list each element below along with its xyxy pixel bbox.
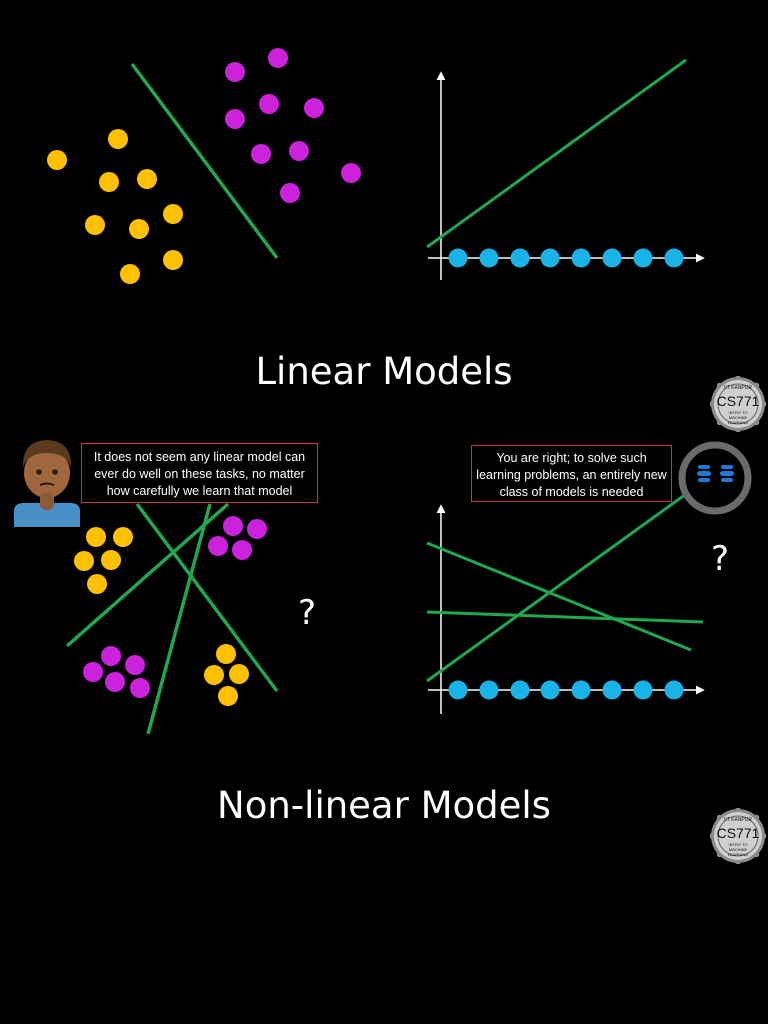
logo-top-text: IIT KANPUR [724,385,752,391]
cyan-point [602,680,622,700]
purple-point [83,662,103,682]
logo-bottom-text: INTRO TO MACHINE LEARNING [727,410,749,425]
purple-point [341,163,361,183]
robot-face-icon [678,441,752,515]
logo-top-text: IIT KANPUR [724,817,752,823]
failed-regression-line-2 [426,541,692,652]
purple-point [304,98,324,118]
logo-course-text: CS771 [716,825,760,841]
cyan-point [510,680,530,700]
student-speech-bubble: It does not seem any linear model can ev… [81,443,318,503]
cs771-logo-bottom: IIT KANPUR CS771 INTRO TO MACHINE LEARNI… [709,807,767,865]
yellow-point [74,551,94,571]
linear-models-title: Linear Models [255,350,513,393]
purple-point [247,519,267,539]
yellow-point [86,527,106,547]
failed-linear-separator-1 [65,502,230,648]
yellow-point [163,250,183,270]
purple-point [289,141,309,161]
gear-seal-icon [709,375,767,433]
cyan-point [540,680,560,700]
cyan-point [633,248,653,268]
cyan-point [479,248,499,268]
thinking-man-icon [14,440,80,527]
purple-point [125,655,145,675]
failed-linear-separator-3 [146,503,212,735]
purple-point [101,646,121,666]
question-mark-right: ? [711,539,730,579]
yellow-point [108,129,128,149]
cyan-point [633,680,653,700]
yellow-point [163,204,183,224]
yellow-point [87,574,107,594]
purple-point [232,540,252,560]
purple-cluster-bottom-left [83,646,150,698]
cyan-data-points [448,680,684,700]
failed-regression-line-1 [426,492,687,683]
purple-point [280,183,300,203]
yellow-point [129,219,149,239]
purple-point [225,62,245,82]
yellow-point [120,264,140,284]
purple-point [225,109,245,129]
cyan-point [510,248,530,268]
failed-regression-line-3 [426,610,704,624]
question-mark-left: ? [298,593,317,633]
cs771-logo-top: IIT KANPUR CS771 INTRO TO MACHINE LEARNI… [709,375,767,433]
cyan-point [448,248,468,268]
cyan-point [664,680,684,700]
yellow-point [101,550,121,570]
cyan-point [479,680,499,700]
yellow-cluster-bottom-right [204,644,249,706]
cyan-point [571,680,591,700]
yellow-point [113,527,133,547]
yellow-point [218,686,238,706]
nonlinear-models-title: Non-linear Models [217,784,551,827]
yellow-point [204,665,224,685]
purple-class-points [225,48,361,203]
cyan-point [571,248,591,268]
yellow-cluster-top-left [74,527,133,594]
failed-linear-separator-2 [135,502,279,693]
cyan-point [448,680,468,700]
cyan-point [664,248,684,268]
yellow-point [85,215,105,235]
cyan-data-points [448,248,684,268]
gear-seal-icon [709,807,767,865]
linear-separator-line [130,62,279,260]
logo-course-text: CS771 [716,393,760,409]
yellow-point [47,150,67,170]
cyan-point [602,248,622,268]
purple-point [251,144,271,164]
purple-point [105,672,125,692]
yellow-point [137,169,157,189]
purple-point [130,678,150,698]
regression-line [426,58,687,249]
purple-point [268,48,288,68]
logo-bottom-text: INTRO TO MACHINE LEARNING [727,842,749,857]
yellow-point [99,172,119,192]
purple-point [259,94,279,114]
purple-point [208,536,228,556]
robot-speech-bubble: You are right; to solve such learning pr… [471,445,672,502]
yellow-point [216,644,236,664]
yellow-point [229,664,249,684]
yellow-class-points [47,129,183,284]
cyan-point [540,248,560,268]
purple-point [223,516,243,536]
purple-cluster-top-right [208,516,267,560]
